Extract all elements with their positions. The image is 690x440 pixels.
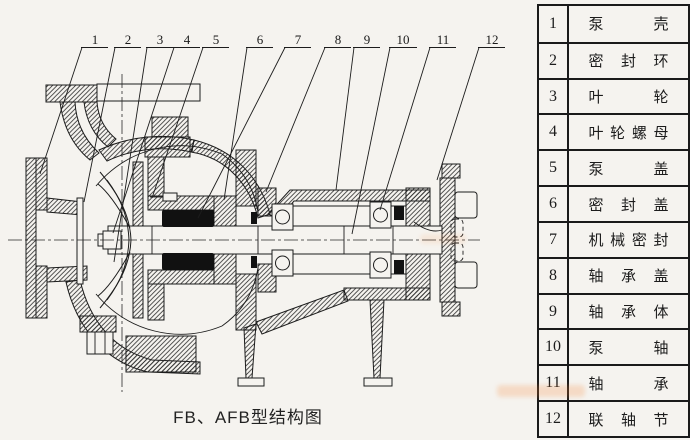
- table-row: 1 泵壳: [539, 6, 688, 42]
- part-name: 密封盖: [588, 196, 669, 214]
- mechanical-seal: [162, 206, 404, 274]
- callout-numbers: 1 2 3 4 5 6 7 8 9 10 11 12: [92, 32, 499, 47]
- part-number: 7: [539, 222, 569, 257]
- callout-label-8: 8: [335, 32, 342, 47]
- table-row: 2 密封环: [539, 41, 688, 78]
- callout-label-6: 6: [257, 32, 264, 47]
- table-row: 9 轴承体: [539, 292, 688, 329]
- callout-label-3: 3: [157, 32, 164, 47]
- callout-label-1: 1: [92, 32, 99, 47]
- table-row: 11 轴承: [539, 364, 688, 401]
- part-name: 密封环: [588, 53, 669, 71]
- callout-label-4: 4: [184, 32, 191, 47]
- callout-label-9: 9: [364, 32, 371, 47]
- part-number: 1: [539, 6, 569, 42]
- figure-caption: FB、AFB型结构图: [173, 408, 323, 427]
- pump-cross-section-diagram: 1 2 3 4 5 6 7 8 9 10 11 12: [8, 32, 505, 392]
- table-row: 7 机械密封: [539, 220, 688, 257]
- hidden-lines: [450, 218, 464, 262]
- table-row: 8 轴承盖: [539, 256, 688, 293]
- part-number: 3: [539, 79, 569, 114]
- ball-bearings: [271, 201, 392, 279]
- table-row: 6 密封盖: [539, 185, 688, 221]
- table-row: 10 泵轴: [539, 328, 688, 365]
- part-name: 叶轮: [588, 89, 669, 107]
- callout-label-12: 12: [486, 32, 499, 47]
- part-number: 4: [539, 115, 569, 150]
- part-name: 轴承: [588, 375, 669, 393]
- part-name: 叶轮螺母: [588, 124, 669, 142]
- callout-label-11: 11: [437, 32, 450, 47]
- part-name: 泵轴: [588, 339, 669, 357]
- part-name: 轴承盖: [588, 268, 669, 286]
- part-name: 机械密封: [588, 232, 669, 250]
- part-number: 5: [539, 151, 569, 186]
- part-number: 11: [539, 366, 569, 401]
- coupling-section: [439, 163, 461, 317]
- table-row: 5 泵盖: [539, 149, 688, 186]
- part-number: 10: [539, 330, 569, 365]
- callout-leaders: [39, 47, 505, 263]
- part-name: 联轴节: [588, 411, 669, 429]
- table-row: 12 联轴节: [539, 400, 688, 436]
- hex-bolt: [86, 331, 114, 355]
- table-row: 3 叶轮: [539, 77, 688, 114]
- part-number: 8: [539, 258, 569, 293]
- part-number: 6: [539, 187, 569, 221]
- parts-table: 1 泵壳 2 密封环 3 叶轮 4 叶轮螺母 5 泵盖 6 密封盖 7 机械密封 8 轴承盖 9…: [537, 4, 690, 438]
- part-name: 泵盖: [588, 160, 669, 178]
- callout-label-2: 2: [125, 32, 132, 47]
- callout-label-5: 5: [213, 32, 220, 47]
- callout-label-7: 7: [295, 32, 302, 47]
- part-number: 9: [539, 294, 569, 329]
- table-row: 4 叶轮螺母: [539, 113, 688, 150]
- callout-label-10: 10: [397, 32, 410, 47]
- part-number: 2: [539, 43, 569, 78]
- part-name: 轴承体: [588, 304, 669, 322]
- centerlines: [8, 74, 480, 392]
- part-number: 12: [539, 402, 569, 436]
- part-name: 泵壳: [588, 16, 669, 34]
